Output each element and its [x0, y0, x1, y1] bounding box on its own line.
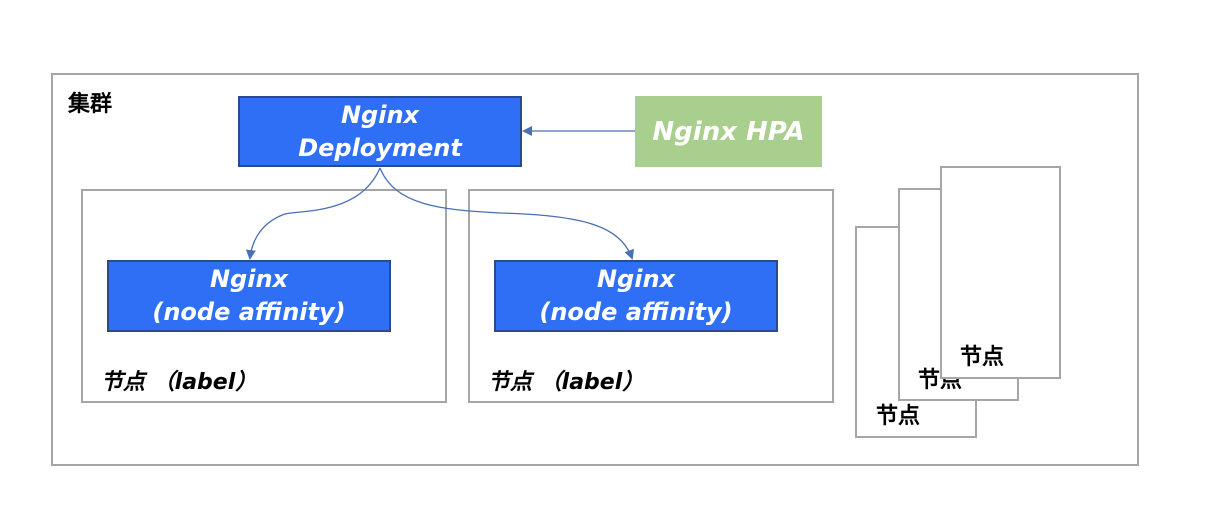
hpa-label: Nginx HPA [652, 116, 805, 147]
deployment-to-pod1-arrow [245, 167, 381, 260]
deployment-line2: Deployment [298, 133, 462, 162]
stacked-node-front-label: 节点 [960, 345, 1005, 370]
stacked-node-back-label: 节点 [876, 404, 921, 429]
node-1-label: 节点 （label） [101, 370, 258, 395]
hpa-box[interactable]: Nginx HPA [635, 96, 822, 167]
pod-1-line1: Nginx [209, 265, 289, 293]
node-2-label: 节点 （label） [488, 370, 645, 395]
pod-1-line2: (node affinity) [152, 298, 346, 326]
deployment-line1: Nginx [340, 100, 420, 129]
deployment-to-pod2-arrow [379, 167, 634, 260]
cluster-label: 集群 [68, 92, 113, 117]
stacked-node-front [940, 166, 1061, 379]
pod-box-1[interactable]: Nginx (node affinity) [107, 260, 391, 332]
deployment-box[interactable]: Nginx Deployment [238, 96, 522, 167]
pod-2-line1: Nginx [596, 265, 676, 293]
pod-2-line2: (node affinity) [539, 298, 733, 326]
pod-box-2[interactable]: Nginx (node affinity) [494, 260, 778, 332]
